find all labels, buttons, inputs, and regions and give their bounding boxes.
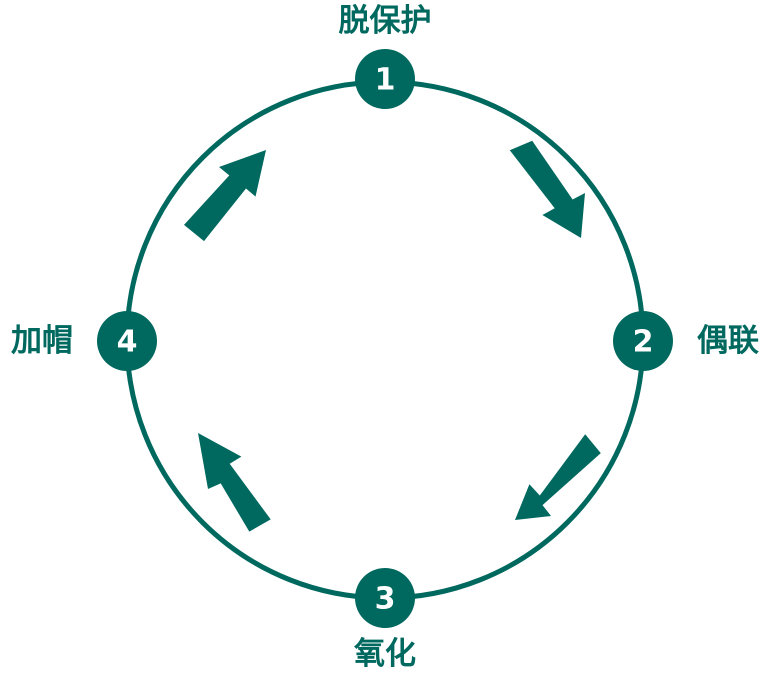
step-label-2: 偶联 [697,323,759,359]
step-number-2: 2 [633,325,654,360]
step-label-1: 脱保护 [339,3,432,39]
step-badge-2 [613,311,673,371]
arrow-step2-to-step3 [515,434,601,520]
step-node-4: 4 加帽 [11,311,157,371]
step-badge-1 [355,49,415,109]
step-number-4: 4 [117,325,138,360]
step-badge-3 [355,568,415,628]
arrow-step4-to-step1 [184,150,266,242]
step-label-3: 氧化 [354,636,416,672]
arrow-step1-to-step2 [509,140,585,238]
step-label-4: 加帽 [11,323,73,359]
step-number-1: 1 [375,63,396,98]
step-number-3: 3 [375,582,396,617]
step-node-3: 3 氧化 [354,568,416,672]
step-badge-4 [97,311,157,371]
step-node-2: 2 偶联 [613,311,759,371]
arrow-step3-to-step4 [198,433,271,532]
cycle-ring [124,79,646,601]
step-node-1: 1 脱保护 [339,3,432,109]
